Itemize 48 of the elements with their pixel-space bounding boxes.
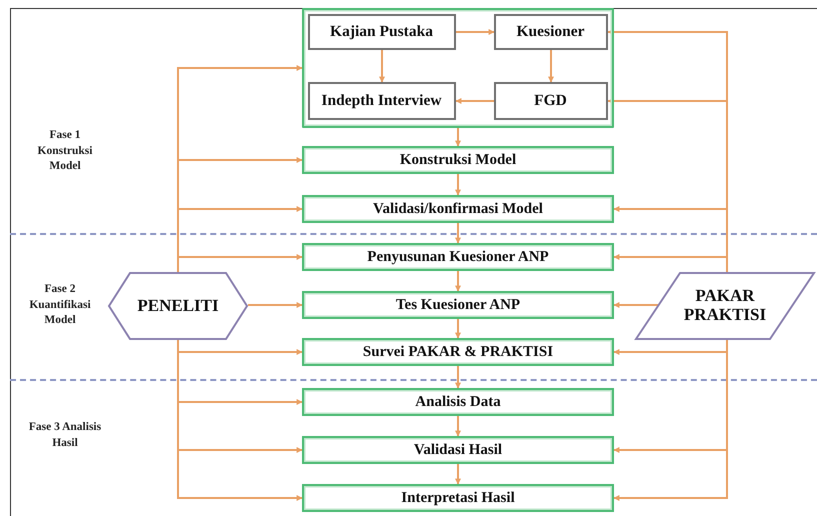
arrow xyxy=(455,271,461,292)
process-box xyxy=(302,146,614,174)
arrow xyxy=(177,340,303,501)
phase-label: Fase 2 Kuantifikasi Model xyxy=(28,282,92,328)
process-box xyxy=(302,195,614,223)
node-label: Penyusunan Kuesioner ANP xyxy=(367,248,549,266)
activity-box xyxy=(494,82,608,120)
phase-label: Fase 1 Konstruksi Model xyxy=(36,128,94,174)
process-box xyxy=(302,338,614,366)
arrow xyxy=(455,174,461,196)
node-label: Survei PAKAR & PRAKTISI xyxy=(362,344,554,360)
arrow xyxy=(613,302,658,308)
arrow xyxy=(455,98,494,104)
node-label: Validasi/konfirmasi Model xyxy=(373,200,543,218)
node-label: Konstruksi Model xyxy=(400,152,516,168)
activity-box xyxy=(308,14,456,50)
arrow xyxy=(548,50,554,83)
node-label: Indepth Interview xyxy=(321,92,442,110)
node-label: Kajian Pustaka xyxy=(330,22,433,40)
node-label: Interpretasi Hasil xyxy=(401,490,515,506)
node-label: FGD xyxy=(534,92,567,110)
node-label: Tes Kuesioner ANP xyxy=(396,296,520,314)
arrow xyxy=(248,302,303,308)
arrow xyxy=(177,254,303,272)
arrow xyxy=(455,223,461,244)
activity-box xyxy=(308,82,456,120)
phase-label: Fase 3 Analisis Hasil xyxy=(28,420,102,451)
arrow xyxy=(455,464,461,485)
process-box xyxy=(302,291,614,319)
arrow xyxy=(455,416,461,437)
node-label: PENELITI xyxy=(137,296,219,316)
node-label: PAKAR PRAKTISI xyxy=(682,287,768,325)
process-box xyxy=(302,243,614,271)
arrow xyxy=(456,29,495,35)
process-box xyxy=(302,436,614,464)
node-label: Kuesioner xyxy=(516,22,585,40)
arrow xyxy=(613,254,728,272)
process-box xyxy=(302,388,614,416)
arrow xyxy=(455,128,461,147)
arrow xyxy=(613,340,728,501)
process-box xyxy=(302,484,614,512)
arrow xyxy=(455,319,461,339)
stage-group-box xyxy=(302,8,614,128)
arrow xyxy=(455,366,461,389)
node-label: Validasi Hasil xyxy=(414,442,502,458)
activity-box xyxy=(494,14,608,50)
arrow xyxy=(379,50,385,83)
node-label: Analisis Data xyxy=(415,394,501,410)
